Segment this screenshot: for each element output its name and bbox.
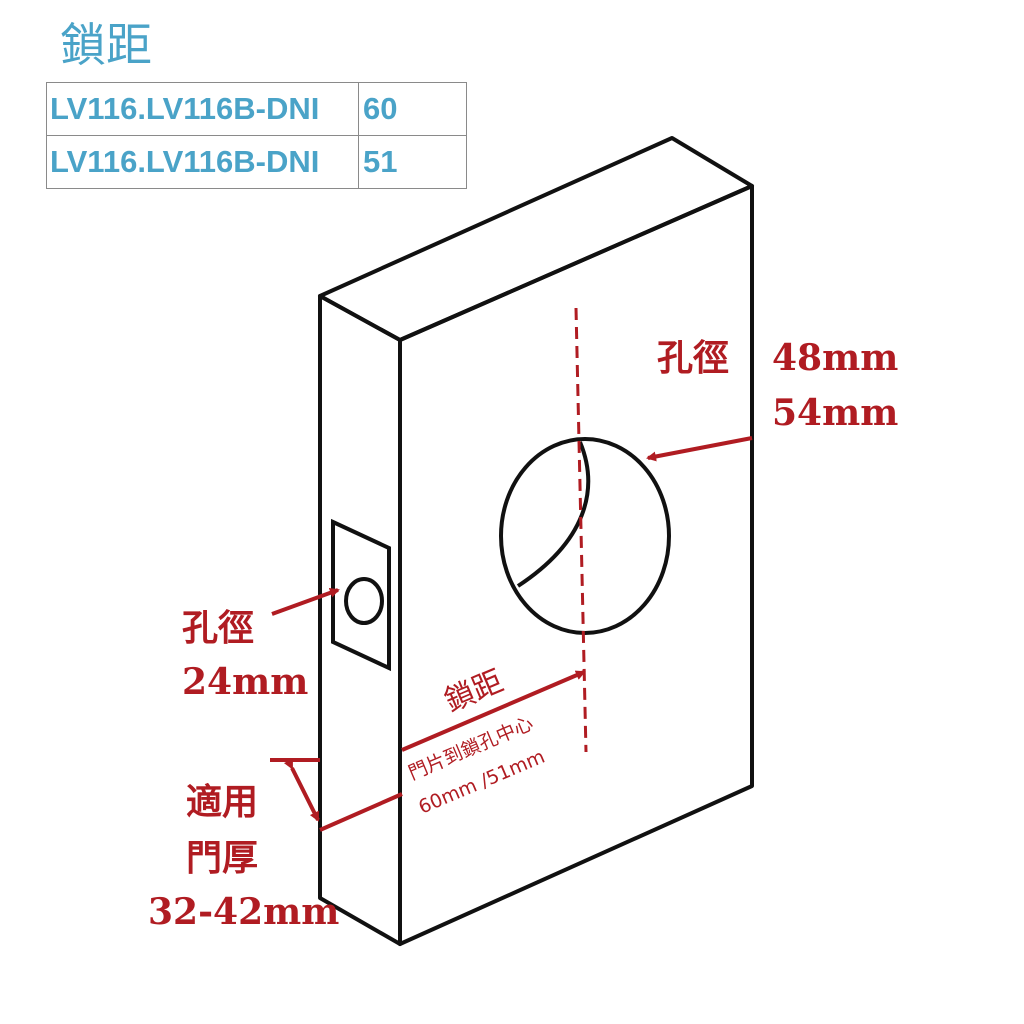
backset-arrow	[401, 670, 586, 752]
center-line	[574, 307, 588, 753]
thickness-range: 32-42mm	[148, 891, 339, 933]
latch-arrow	[271, 588, 340, 616]
thickness-arrow	[283, 758, 320, 822]
page-title: 鎖距	[60, 18, 152, 72]
backset-cell: 51	[358, 135, 467, 189]
door-block	[318, 136, 754, 946]
bore-size-2: 54mm	[772, 392, 898, 434]
bore-hole	[499, 437, 671, 635]
bore-arrow	[646, 436, 753, 462]
latch-hole-size: 24mm	[182, 661, 308, 703]
thickness-guide	[319, 792, 403, 832]
latch-plate	[331, 518, 391, 672]
bore-hole-label: 孔徑	[657, 337, 729, 379]
thickness-label-1: 適用	[186, 781, 258, 823]
bore-size-1: 48mm	[772, 337, 898, 379]
table-row: LV116.LV116B-DNI 51	[46, 135, 467, 189]
thickness-label-2: 門厚	[186, 837, 258, 879]
model-cell: LV116.LV116B-DNI	[46, 82, 359, 136]
backset-table: LV116.LV116B-DNI 60 LV116.LV116B-DNI 51	[46, 82, 467, 189]
model-cell: LV116.LV116B-DNI	[46, 135, 359, 189]
latch-hole-label: 孔徑	[182, 607, 254, 649]
